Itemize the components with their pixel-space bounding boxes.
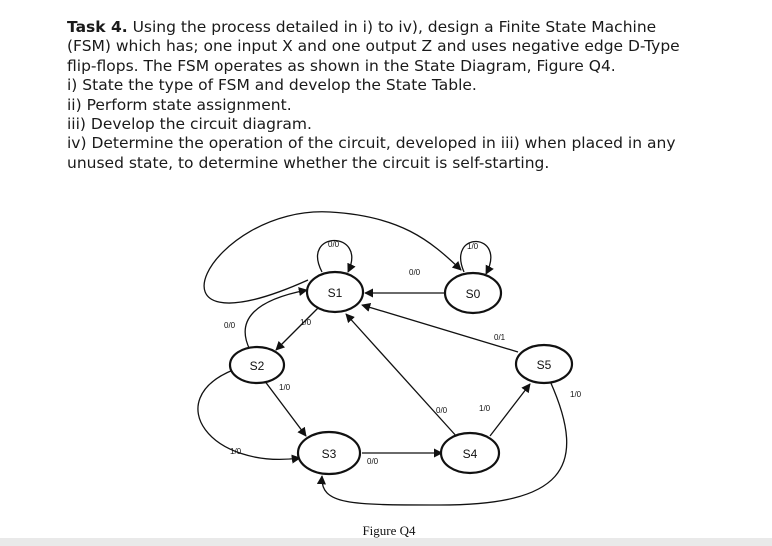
task-intro-line-2: (FSM) which has; one input X and one out… <box>67 37 680 56</box>
label-s3-to-s4: 0/0 <box>367 457 379 466</box>
state-s1-node <box>305 270 365 314</box>
state-s5-label: S5 <box>537 358 552 372</box>
state-s3-label: S3 <box>322 447 337 461</box>
task-step-4: iv) Determine the operation of the circu… <box>67 134 676 153</box>
edge-s2-to-s1 <box>244 287 308 351</box>
state-s4-node <box>439 431 501 475</box>
task-intro-line-3: flip-flops. The FSM operates as shown in… <box>67 56 616 75</box>
label-s4-to-s5: 1/0 <box>479 404 491 413</box>
task-step-4-cont: unused state, to determine whether the c… <box>67 153 550 172</box>
label-s5-to-s3: 1/0 <box>570 390 582 399</box>
task-heading: Task 4. <box>67 18 128 36</box>
edge-s0-self <box>460 240 494 275</box>
label-s2-to-s3: 1/0 <box>279 383 291 392</box>
edge-s5-to-s3-bottom <box>316 380 568 506</box>
label-s1-self: 0/0 <box>328 240 340 249</box>
state-s2-label: S2 <box>250 359 265 373</box>
state-s0-node <box>443 271 503 315</box>
task-step-3: iii) Develop the circuit diagram. <box>67 115 312 134</box>
state-s3-node <box>296 430 362 476</box>
figure-caption: Figure Q4 <box>362 523 416 538</box>
label-s0-self: 1/0 <box>467 242 479 251</box>
label-s4-to-s1: 0/0 <box>436 406 448 415</box>
state-s1-label: S1 <box>328 286 343 300</box>
edge-s1-to-s2 <box>275 307 319 351</box>
task-intro-line-1: Task 4. Using the process detailed in i)… <box>67 18 657 36</box>
label-s1-to-s0: 0/0 <box>409 268 421 277</box>
task-step-2: ii) Perform state assignment. <box>67 95 292 114</box>
label-s2-to-s0: 1/0 <box>230 447 242 456</box>
edge-s2-to-s3 <box>263 379 307 437</box>
state-s5-node <box>514 343 574 385</box>
label-s5-to-s1: 0/1 <box>494 333 506 342</box>
edge-s1-self <box>316 240 356 273</box>
state-s4-label: S4 <box>463 447 478 461</box>
edge-s4-to-s5 <box>489 383 531 437</box>
task-text: Task 4. Using the process detailed in i)… <box>67 18 757 173</box>
edge-s4-to-s1 <box>345 313 459 439</box>
edge-s1-to-s0 <box>203 211 462 304</box>
label-s1-to-s2: 1/0 <box>300 318 312 327</box>
state-s0-label: S0 <box>466 287 481 301</box>
state-s2-node <box>228 345 286 385</box>
bottom-scroll-strip <box>0 538 772 546</box>
edge-s5-to-s1 <box>361 303 519 353</box>
task-step-1: i) State the type of FSM and develop the… <box>67 76 477 95</box>
label-s2-to-s1: 0/0 <box>224 321 236 330</box>
edge-s2-to-s3-outer <box>197 369 301 464</box>
